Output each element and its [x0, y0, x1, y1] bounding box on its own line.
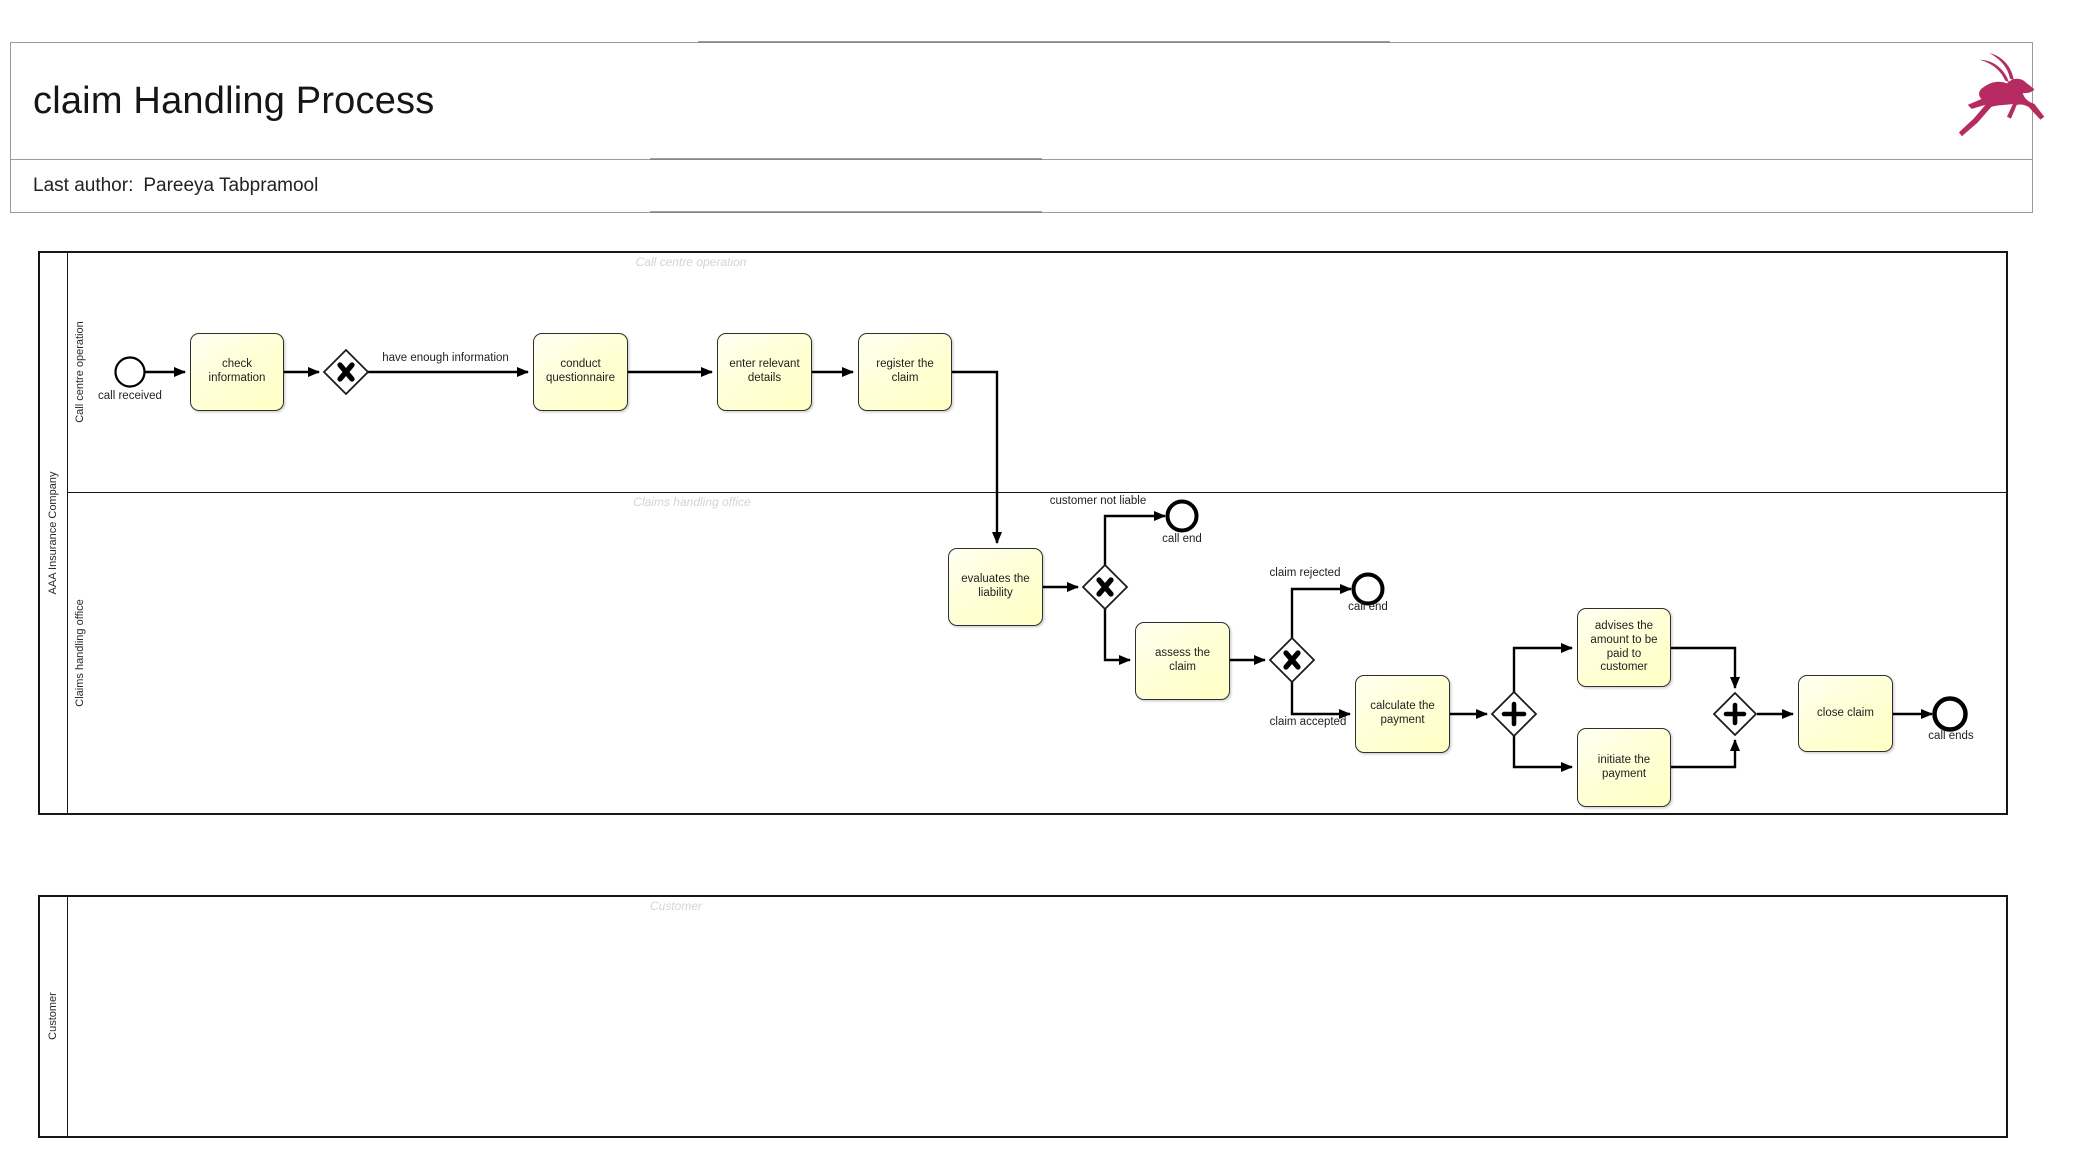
- lane-watermark-call-centre-operation: Call centre operation: [635, 255, 747, 269]
- task-calculate-the-payment[interactable]: calculate the payment: [1355, 675, 1450, 753]
- lane-watermark-customer: Customer: [649, 899, 702, 913]
- last-author-label: Last author:: [33, 175, 134, 196]
- label-have-enough-information: have enough information: [382, 352, 509, 364]
- page-break-mark-mid: [650, 158, 1042, 160]
- flow-claim-rejected: [1290, 584, 1352, 638]
- task-register-the-claim[interactable]: register the claim: [858, 333, 952, 411]
- last-author-value: Pareeya Tabpramool: [143, 175, 319, 196]
- pool-aaa-insurance-company[interactable]: [38, 251, 2008, 815]
- label-call-end-2: call end: [1348, 601, 1388, 613]
- flow-register-to-evaluates: [952, 370, 1002, 544]
- label-call-end-1: call end: [1162, 533, 1202, 545]
- flow-split-to-advises: [1512, 643, 1573, 692]
- x-marker-icon: [1096, 577, 1114, 597]
- end-event-call-end-1[interactable]: [1165, 499, 1199, 533]
- lane-watermark-claims-handling-office: Claims handling office: [633, 495, 751, 509]
- page-break-mark-bottom: [650, 211, 1042, 213]
- pool-label-divider: [67, 897, 68, 1136]
- task-conduct-questionnaire[interactable]: conduct questionnaire: [533, 333, 628, 411]
- plus-marker-icon: [1501, 701, 1527, 727]
- task-evaluates-the-liability[interactable]: evaluates the liability: [948, 548, 1043, 626]
- flow-customer-not-liable: [1103, 511, 1166, 565]
- flow-advises-to-join: [1671, 646, 1740, 689]
- label-call-received: call received: [98, 390, 162, 402]
- page-title: claim Handling Process: [33, 79, 435, 122]
- flow-split-to-initiate: [1512, 736, 1573, 772]
- flow-initiate-to-join: [1671, 739, 1740, 769]
- label-claim-rejected: claim rejected: [1269, 567, 1341, 579]
- end-event-call-ends[interactable]: [1932, 696, 1968, 732]
- page-break-mark-top: [698, 41, 1390, 43]
- flow-gateway2-to-assess: [1103, 609, 1131, 665]
- label-call-ends: call ends: [1928, 730, 1974, 742]
- start-event-call-received[interactable]: [114, 356, 146, 388]
- task-close-claim[interactable]: close claim: [1798, 675, 1893, 752]
- x-marker-icon: [1283, 650, 1301, 670]
- plus-marker-icon: [1723, 702, 1747, 726]
- x-marker-icon: [337, 362, 355, 382]
- label-claim-accepted: claim accepted: [1269, 716, 1347, 728]
- flow-claim-accepted: [1290, 682, 1351, 719]
- pool-label-divider: [67, 253, 68, 813]
- label-customer-not-liable: customer not liable: [1049, 495, 1147, 507]
- end-event-call-end-2[interactable]: [1351, 572, 1385, 606]
- lane-divider: [67, 492, 2006, 493]
- task-assess-the-claim[interactable]: assess the claim: [1135, 622, 1230, 700]
- task-initiate-the-payment[interactable]: initiate the payment: [1577, 728, 1671, 807]
- task-enter-relevant-details[interactable]: enter relevant details: [717, 333, 812, 411]
- pool-customer[interactable]: [38, 895, 2008, 1138]
- gazelle-logo-icon: [1958, 52, 2045, 137]
- task-check-information[interactable]: check information: [190, 333, 284, 411]
- task-advises-amount-to-be-paid[interactable]: advises the amount to be paid to custome…: [1577, 608, 1671, 687]
